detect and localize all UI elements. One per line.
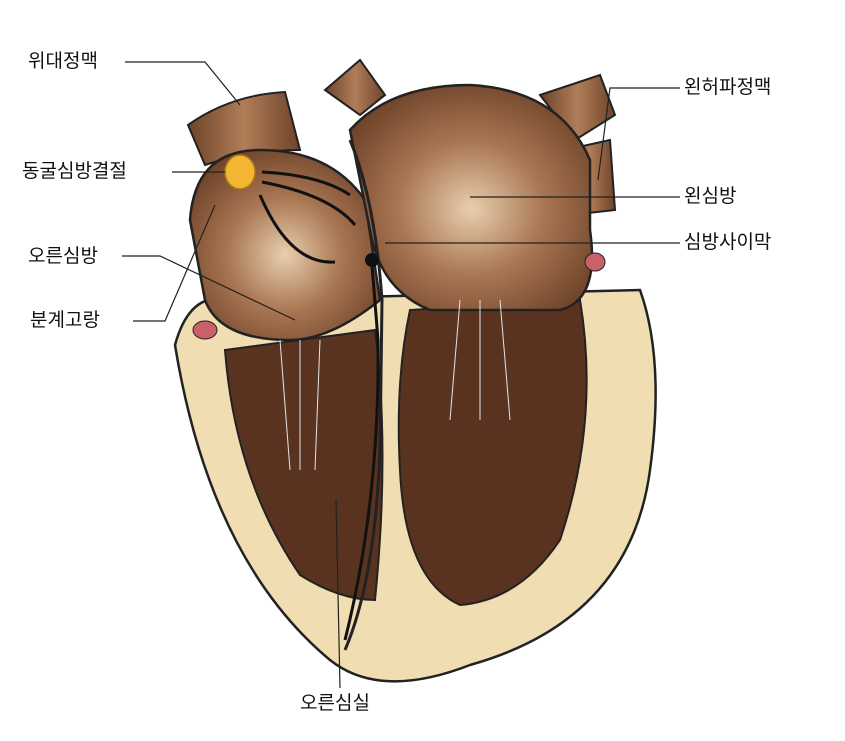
label-left-pulmonary-vein: 왼허파정맥 [684,76,772,98]
chordae [279,299,511,471]
coronary-vessel-right [192,320,218,340]
label-left-atrium: 왼심방 [684,185,737,207]
leader-lines [122,61,680,689]
conduction-arrows [258,170,380,641]
label-superior-vena-cava: 위대정맥 [28,50,98,72]
label-sinoatrial-node: 동굴심방결절 [22,160,127,182]
coronary-vessel-left [584,252,606,272]
aorta-stub [323,58,387,117]
label-right-ventricle: 오른심실 [300,692,370,714]
sinoatrial-node [224,154,256,190]
right-atrium-shape [188,148,382,342]
right-ventricle-cavity [223,328,384,602]
label-sulcus-terminalis: 분계고랑 [30,309,100,331]
av-node [365,253,379,267]
label-interatrial-septum: 심방사이막 [684,231,772,253]
interatrial-septum [343,139,384,651]
left-ventricle-cavity [397,298,588,607]
label-right-atrium: 오른심방 [28,245,98,267]
